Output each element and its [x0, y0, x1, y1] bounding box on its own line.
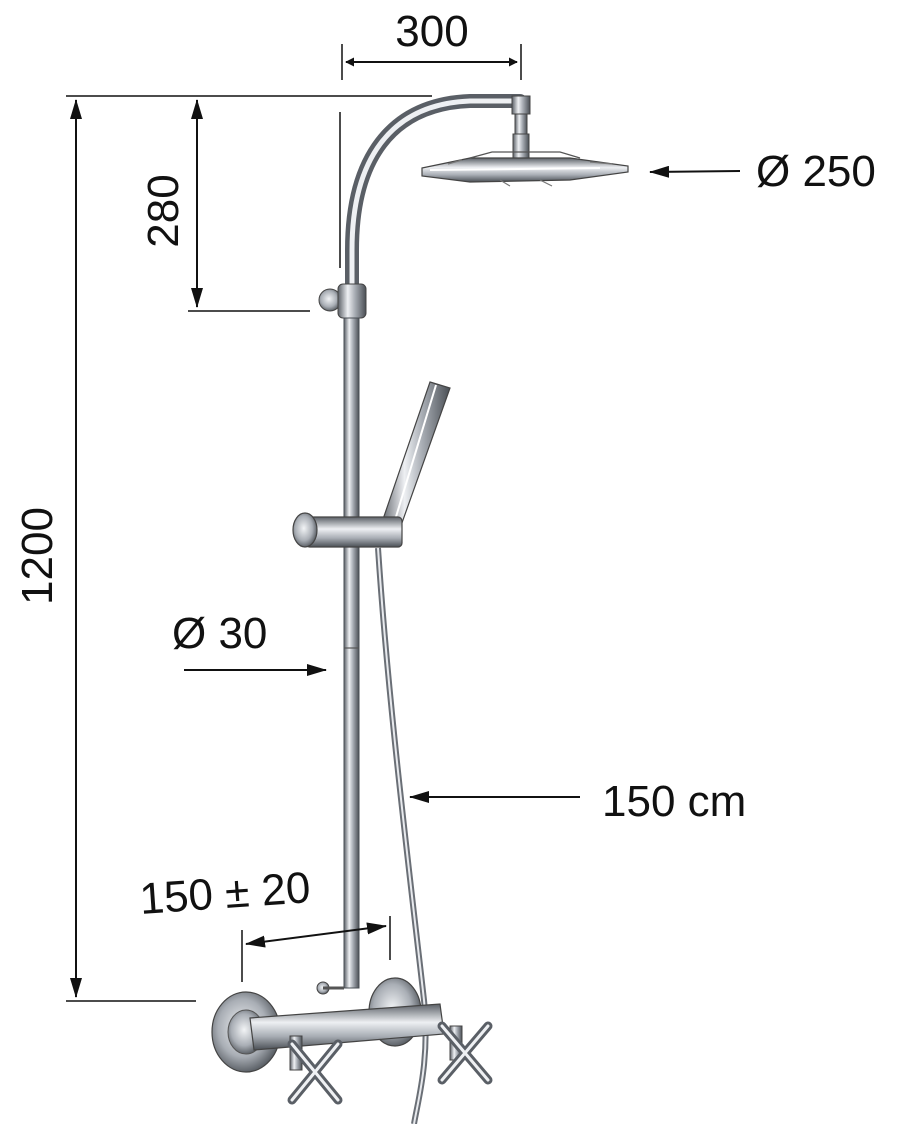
dimension-arm-drop: 280 — [139, 99, 341, 312]
left-cross-handle — [287, 1035, 343, 1105]
shower-head-connector — [511, 95, 531, 163]
dimension-bar-diameter: Ø 30 — [172, 609, 327, 676]
total-height-label: 1200 — [13, 507, 62, 605]
arm-reach-label: 300 — [395, 7, 468, 56]
dimension-inlet-spacing: 150 ± 20 — [138, 863, 391, 982]
hand-shower — [379, 381, 451, 535]
hose-length-label: 150 cm — [602, 777, 746, 826]
right-cross-handle — [437, 1021, 493, 1085]
shower-column — [211, 94, 629, 1124]
head-diameter-label: Ø 250 — [756, 147, 876, 196]
arm-drop-label: 280 — [139, 174, 188, 247]
curved-shower-arm — [345, 94, 527, 297]
mixer-valve — [211, 977, 445, 1073]
sliding-holder — [292, 512, 403, 548]
inlet-spacing-label: 150 ± 20 — [138, 863, 312, 924]
rain-shower-head — [421, 151, 629, 187]
dimension-total-height: 1200 — [13, 99, 196, 1002]
dimension-arm-reach: 300 — [341, 7, 522, 80]
riser-bar — [343, 317, 360, 989]
dimension-hose-length: 150 cm — [409, 777, 746, 826]
dimension-head-diameter: Ø 250 — [649, 147, 876, 196]
bar-diameter-label: Ø 30 — [172, 609, 267, 658]
